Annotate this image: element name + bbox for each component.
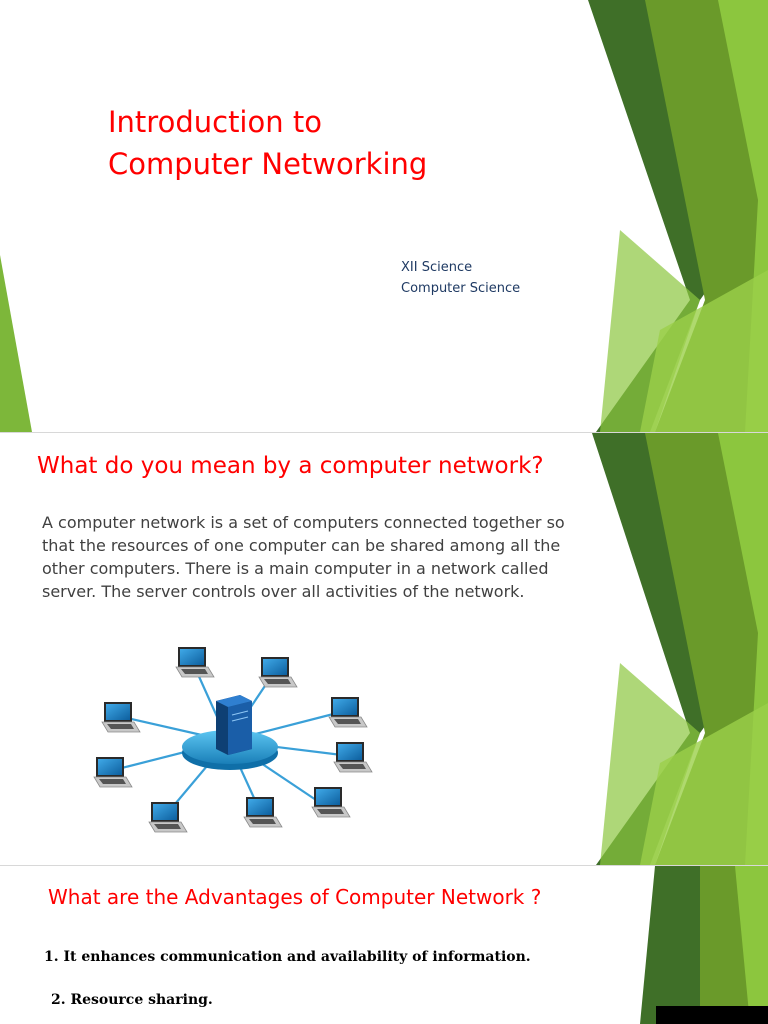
slide-subtitle: XII Science Computer Science bbox=[401, 257, 520, 299]
subtitle-line-2: Computer Science bbox=[401, 281, 521, 296]
slide-definition: What do you mean by a computer network? … bbox=[0, 433, 768, 865]
slide-advantages: What are the Advantages of Computer Netw… bbox=[0, 866, 768, 1024]
slide-separator bbox=[0, 865, 768, 866]
title-line-1: Introduction to bbox=[108, 105, 322, 139]
slide-title-heading: Introduction to Computer Networking bbox=[108, 101, 427, 185]
network-diagram-image bbox=[93, 646, 373, 833]
slide-heading: What do you mean by a computer network? bbox=[37, 453, 544, 479]
title-line-2: Computer Networking bbox=[108, 147, 428, 181]
green-facet-decoration bbox=[0, 0, 768, 432]
slide-body-text: A computer network is a set of computers… bbox=[42, 513, 565, 601]
advantage-item: 1. It enhances communication and availab… bbox=[44, 949, 531, 965]
green-facet-decoration bbox=[640, 866, 768, 1024]
green-facet-decoration bbox=[592, 433, 768, 865]
slide-title: Introduction to Computer Networking XII … bbox=[0, 0, 768, 432]
page-corner-bar bbox=[656, 1006, 768, 1024]
slide-heading: What are the Advantages of Computer Netw… bbox=[48, 885, 542, 909]
slide-separator bbox=[0, 432, 768, 433]
advantage-item: 2. Resource sharing. bbox=[51, 992, 213, 1008]
subtitle-line-1: XII Science bbox=[401, 260, 473, 275]
